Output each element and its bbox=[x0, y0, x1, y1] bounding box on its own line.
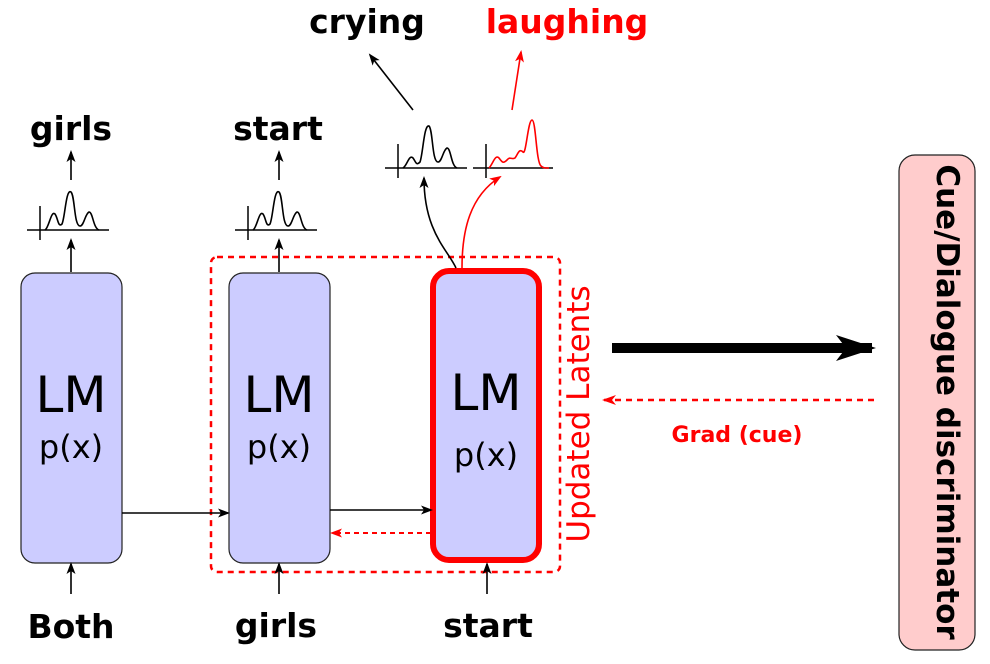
updated-latents-label: Updated Latents bbox=[561, 285, 597, 542]
to-crying-arrow bbox=[368, 53, 414, 111]
to-laughing-arrow bbox=[511, 50, 524, 111]
output-label-2: start bbox=[233, 109, 323, 148]
lm-box-3-title: LM bbox=[451, 364, 522, 422]
lm-box-2: LM p(x) bbox=[228, 272, 331, 564]
output-label-1: girls bbox=[30, 109, 112, 148]
input-label-2: girls bbox=[235, 606, 317, 645]
lm-box-3-subtitle: p(x) bbox=[454, 436, 518, 474]
output-label-original: crying bbox=[309, 2, 425, 41]
distribution-icon bbox=[235, 191, 317, 240]
gradient-label: Grad (cue) bbox=[672, 423, 803, 448]
lm3-to-updated-dist-arrow bbox=[461, 175, 502, 269]
distribution-icon bbox=[385, 125, 467, 178]
input-label-3: start bbox=[443, 606, 533, 645]
discriminator-box: Cue/Dialogue discriminator bbox=[898, 154, 976, 651]
updated-latents-region bbox=[209, 255, 562, 574]
discriminator-label: Cue/Dialogue discriminator bbox=[929, 164, 965, 640]
lm-box-3-updated: LM p(x) bbox=[430, 268, 542, 563]
output-label-updated: laughing bbox=[486, 2, 649, 41]
distribution-icon bbox=[473, 119, 553, 178]
input-label-1: Both bbox=[27, 607, 114, 646]
lm-box-2-subtitle: p(x) bbox=[247, 428, 311, 466]
distribution-icon bbox=[27, 191, 109, 240]
lm-box-1-subtitle: p(x) bbox=[39, 428, 103, 466]
lm-box-1: LM p(x) bbox=[20, 272, 123, 564]
lm3-to-original-dist-arrow bbox=[419, 176, 457, 269]
lm-box-1-title: LM bbox=[36, 366, 107, 424]
lm-box-2-title: LM bbox=[244, 366, 315, 424]
